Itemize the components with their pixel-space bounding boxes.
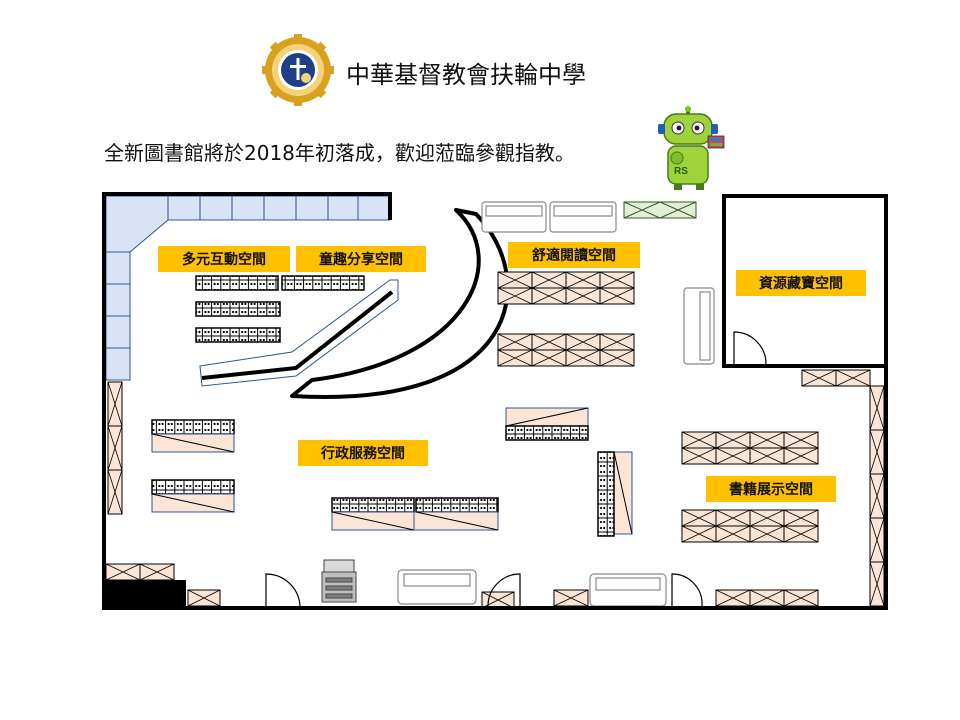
bookshelf-cross [783,525,819,543]
bookshelf-cross [715,509,751,527]
planter-box [623,201,697,219]
bookshelf-cross [599,271,635,289]
bookshelf-cross [749,589,785,607]
bookshelf-cross [783,589,819,607]
walls [102,192,888,610]
bookshelf-cross [531,271,567,289]
school-logo-icon [262,34,334,106]
bookshelf-cross [783,447,819,465]
bookshelf-cross [105,563,141,581]
bookshelf-cross [531,349,567,367]
bookshelf-cross [749,431,785,449]
bookshelf-cross [599,287,635,305]
bookshelf-cross [749,525,785,543]
bookshelf-cross [565,287,601,305]
bookshelf-cross [497,271,533,289]
bookshelf-cross [681,509,717,527]
door-icon [265,331,767,607]
bookshelf-cross [869,517,885,563]
bookshelf-cross [869,561,885,607]
bookshelf-cross [681,525,717,543]
zone-label-children-sharing: 童趣分享空間 [296,246,426,272]
bookshelf-cross [749,447,785,465]
sofa [683,287,715,365]
bookshelf-cross [565,333,601,351]
bookshelf-cross [599,333,635,351]
sofa [397,569,667,607]
bookshelf-cross [565,271,601,289]
bookshelf-cross [783,509,819,527]
sofa [481,201,617,233]
bookshelf-cross [715,431,751,449]
storage-block [104,580,186,608]
chair-row [195,275,365,343]
bookshelf-cross [107,381,123,427]
bookshelf-cross [187,589,221,607]
bookshelf-cross [599,349,635,367]
bookshelf-cross [783,431,819,449]
bookshelf-cross [715,447,751,465]
bookshelf-cross [715,525,751,543]
bookshelf-cross [869,473,885,519]
bookshelf-cross [801,369,837,387]
bookshelf-cross [681,431,717,449]
bookshelf-group [105,271,885,609]
curved-bench [290,208,510,400]
bookshelf-cross [553,589,589,607]
bookshelf-cross [531,287,567,305]
bookshelf-cross [497,333,533,351]
bookshelf-cross [107,469,123,515]
bookshelf-cross [715,589,751,607]
opening-announcement: 全新圖書館將於2018年初落成，歡迎蒞臨參觀指教。 [104,141,575,165]
bookshelf-cross [497,349,533,367]
bookshelf-cross [749,509,785,527]
service-desk [151,407,633,537]
bookshelf-cross [497,287,533,305]
bookshelf-cross [681,447,717,465]
mascot-badge: RS [674,166,688,177]
bookshelf-cross [565,349,601,367]
zone-label-archive: 資源藏寶空間 [736,270,866,296]
robot-mascot-icon: RS [658,106,725,190]
bookshelf-cross [139,563,175,581]
bookshelf-cross [107,425,123,471]
diagonal-display-shelf [199,279,399,387]
bookshelf-cross [531,333,567,351]
zone-label-admin-service: 行政服務空間 [298,440,428,466]
zone-label-book-display: 書籍展示空間 [706,476,836,502]
school-name: 中華基督教會扶輪中學 [346,61,586,89]
photocopier-icon [321,559,357,603]
bookshelf-cross [835,369,871,387]
zone-label-multimedia: 多元互動空間 [158,246,290,272]
bookshelf-cross [869,385,885,431]
bookshelf-cross [481,591,515,609]
bookshelf-cross [869,429,885,475]
zone-label-reading: 舒適閱讀空間 [508,242,640,268]
